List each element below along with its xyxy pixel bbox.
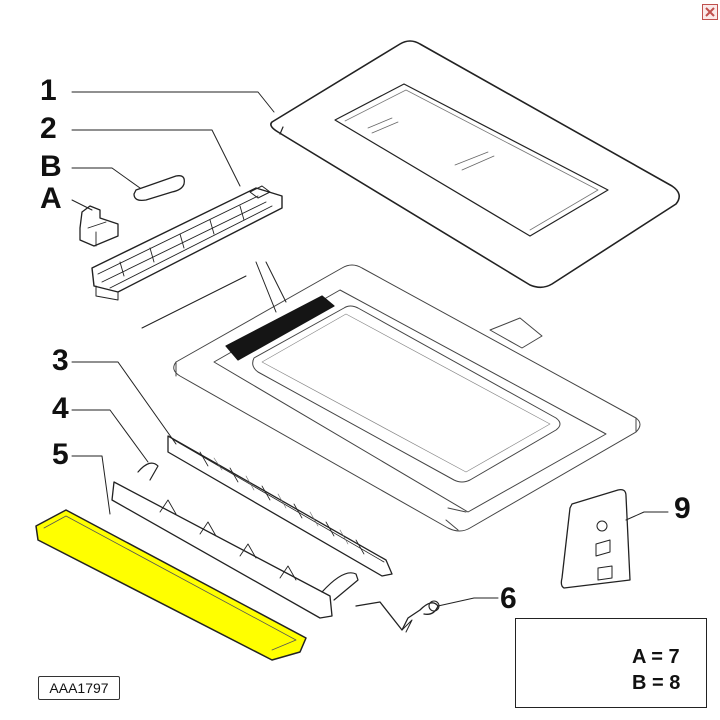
sunshade-panel-part-5[interactable] [35, 509, 307, 661]
callout-4: 4 [52, 392, 69, 425]
callout-6: 6 [500, 582, 517, 615]
close-icon[interactable] [702, 4, 718, 20]
spring-part-6[interactable] [355, 597, 499, 633]
front-seal [225, 261, 335, 361]
callout-9: 9 [674, 492, 691, 525]
roof-frame [173, 264, 641, 532]
reference-code: AAA1797 [38, 676, 120, 700]
callout-1: 1 [40, 74, 57, 107]
deflector-strip-part-3[interactable] [167, 435, 393, 577]
clip-part-a[interactable] [79, 205, 119, 247]
legend-line-b: B = 8 [632, 672, 681, 694]
guide-rail-mechanism[interactable] [91, 185, 283, 301]
legend-box [515, 618, 707, 708]
legend-line-a: A = 7 [632, 646, 680, 668]
bracket-part-9[interactable] [560, 488, 669, 589]
callout-3: 3 [52, 344, 69, 377]
cap-part-b[interactable] [133, 175, 185, 202]
callout-a: A [40, 182, 62, 215]
callout-5: 5 [52, 438, 69, 471]
sunroof-glass-panel[interactable] [270, 40, 680, 289]
callout-b: B [40, 150, 62, 183]
wind-deflector-part-4[interactable] [111, 462, 359, 619]
callout-2: 2 [40, 112, 57, 145]
